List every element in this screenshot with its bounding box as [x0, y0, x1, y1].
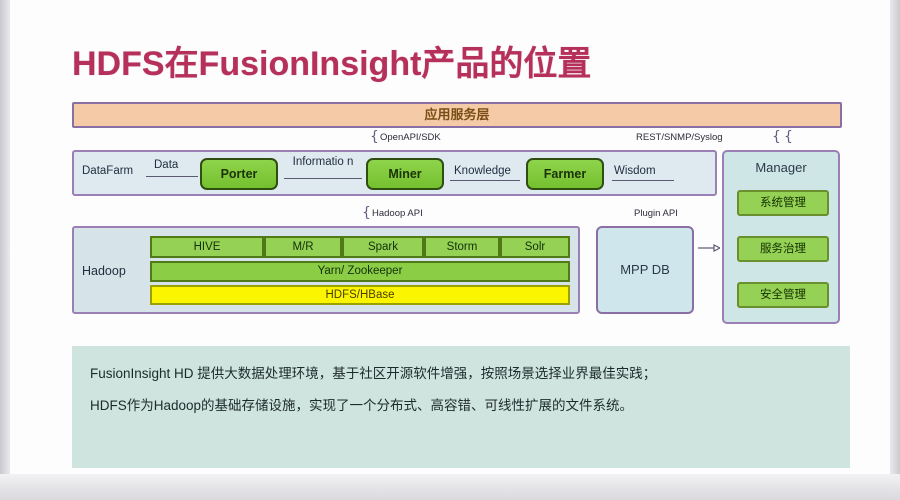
manager-item-system[interactable]: 系统管理 — [737, 190, 829, 216]
manager-item-service[interactable]: 服务治理 — [737, 236, 829, 262]
brace-icon-rest: { — [772, 129, 781, 145]
hadoop-label: Hadoop — [82, 264, 126, 278]
node-farmer[interactable]: Farmer — [526, 158, 604, 190]
node-porter[interactable]: Porter — [200, 158, 278, 190]
hadoop-component-hive[interactable]: HIVE — [150, 236, 264, 258]
slide-left-edge — [0, 0, 10, 500]
hadoop-component-spark[interactable]: Spark — [342, 236, 424, 258]
mpp-db-box[interactable]: MPP DB — [596, 226, 694, 314]
plugin-api-label: Plugin API — [634, 208, 678, 219]
node-miner[interactable]: Miner — [366, 158, 444, 190]
manager-title: Manager — [755, 160, 807, 175]
pipeline-link-data-label: Data — [154, 159, 179, 171]
slide-right-edge — [890, 0, 900, 500]
brace-icon-openapi: { — [370, 129, 379, 145]
openapi-sdk-label: OpenAPI/SDK — [380, 132, 441, 143]
arrow-right-icon — [698, 244, 720, 252]
pipeline-link-knowledge-label: Knowledge — [454, 165, 511, 177]
hadoop-component-storm[interactable]: Storm — [424, 236, 500, 258]
brace-icon-hadoop-api: { — [362, 205, 371, 221]
hadoop-storage-layer-hdfs[interactable]: HDFS/HBase — [150, 285, 570, 305]
hadoop-panel: Hadoop HIVE M/R Spark Storm Solr Yarn/ Z… — [72, 226, 580, 314]
pipeline-link-information-line — [284, 178, 362, 179]
pipeline-end-label: Wisdom — [614, 165, 656, 177]
hadoop-component-mr[interactable]: M/R — [264, 236, 342, 258]
note-paragraph-1: FusionInsight HD 提供大数据处理环境，基于社区开源软件增强，按照… — [90, 366, 657, 381]
pipeline-link-data-line — [146, 176, 198, 177]
hadoop-component-solr[interactable]: Solr — [500, 236, 570, 258]
description-note: FusionInsight HD 提供大数据处理环境，基于社区开源软件增强，按照… — [72, 346, 850, 468]
pipeline-link-information-label: Informatio n — [292, 156, 354, 168]
hadoop-api-label: Hadoop API — [372, 208, 423, 219]
brace-icon-rest-2: { — [784, 129, 793, 145]
application-service-layer-bar: 应用服务层 — [72, 102, 842, 128]
pipeline-start-label: DataFarm — [82, 165, 134, 177]
manager-panel: Manager 系统管理 服务治理 安全管理 — [722, 150, 840, 324]
pipeline-end-line — [612, 180, 674, 181]
slide-bottom-edge — [0, 474, 900, 500]
page-title: HDFS在FusionInsight产品的位置 — [72, 45, 592, 83]
manager-item-security[interactable]: 安全管理 — [737, 282, 829, 308]
data-value-pipeline-panel: DataFarm Data Porter Informatio n Miner … — [72, 150, 717, 196]
hadoop-resource-layer[interactable]: Yarn/ Zookeeper — [150, 261, 570, 282]
rest-snmp-syslog-label: REST/SNMP/Syslog — [636, 132, 723, 143]
pipeline-link-knowledge-line — [450, 180, 520, 181]
note-paragraph-2: HDFS作为Hadoop的基础存储设施，实现了一个分布式、高容错、可线性扩展的文… — [90, 398, 634, 413]
architecture-diagram: 应用服务层 { OpenAPI/SDK REST/SNMP/Syslog { {… — [72, 102, 850, 324]
